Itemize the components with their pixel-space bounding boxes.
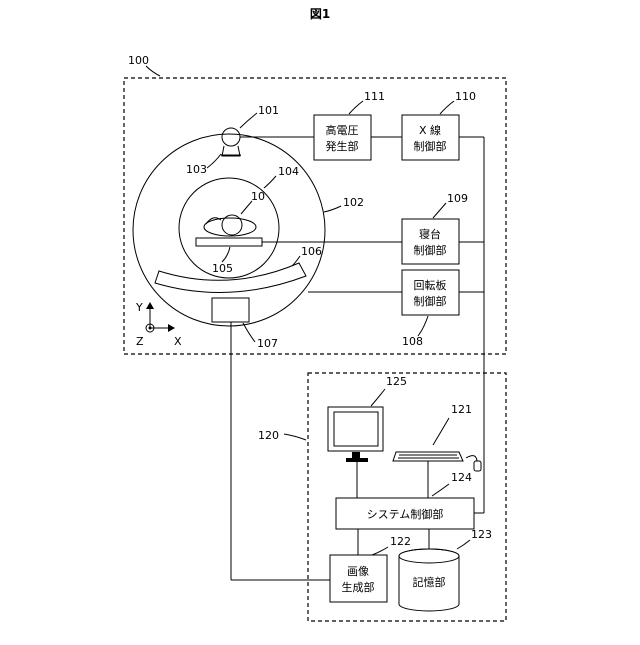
xray-controller-box xyxy=(402,115,459,160)
patient-bed xyxy=(196,238,262,246)
bed-controller-box xyxy=(402,219,459,264)
ref-122: 122 xyxy=(390,535,411,548)
high-voltage-label-1: 高電圧 xyxy=(326,123,359,137)
patient-body xyxy=(204,218,256,236)
mouse-cord xyxy=(466,456,477,461)
mouse-icon xyxy=(474,461,481,471)
rotating-plate-label-2: 制御部 xyxy=(414,294,447,308)
bed-controller-label-1: 寝台 xyxy=(419,227,441,241)
xray-controller-label-2: 制御部 xyxy=(414,139,447,153)
high-voltage-generator-box xyxy=(314,115,371,160)
keyboard-icon xyxy=(393,452,463,461)
ref-102: 102 xyxy=(343,196,364,209)
bed-controller-label-2: 制御部 xyxy=(414,243,447,257)
ref-120: 120 xyxy=(258,429,279,442)
leader-110 xyxy=(440,101,454,114)
axis-z-dot xyxy=(149,327,152,330)
axis-y-label: Y xyxy=(135,301,143,314)
leader-108 xyxy=(418,316,428,336)
leader-122 xyxy=(372,547,388,555)
monitor-stand xyxy=(346,458,368,462)
ref-104: 104 xyxy=(278,165,299,178)
ref-111: 111 xyxy=(364,90,385,103)
ref-125: 125 xyxy=(386,375,407,388)
leader-124 xyxy=(432,484,449,496)
leader-101 xyxy=(240,113,257,128)
image-generator-label-1: 画像 xyxy=(347,565,369,578)
figure-title: 図1 xyxy=(310,7,330,21)
ref-105: 105 xyxy=(212,262,233,275)
axis-x-label: X xyxy=(174,335,182,348)
ref-124: 124 xyxy=(451,471,472,484)
ref-123: 123 xyxy=(471,528,492,541)
ref-107: 107 xyxy=(257,337,278,350)
leader-105 xyxy=(222,247,230,262)
ref-106: 106 xyxy=(301,245,322,258)
leader-111 xyxy=(349,101,363,114)
ref-108: 108 xyxy=(402,335,423,348)
ref-10: 10 xyxy=(251,190,265,203)
xray-controller-label-1: X 線 xyxy=(419,123,441,137)
system-controller-label: システム制御部 xyxy=(367,507,444,521)
high-voltage-label-2: 発生部 xyxy=(326,139,359,153)
leader-121 xyxy=(433,418,449,445)
ref-121: 121 xyxy=(451,403,472,416)
ref-100: 100 xyxy=(128,54,149,67)
axis-x-arrowhead xyxy=(168,324,175,332)
ref-101: 101 xyxy=(258,104,279,117)
leader-120 xyxy=(284,434,306,440)
ref-103: 103 xyxy=(186,163,207,176)
axis-y-arrowhead xyxy=(146,302,154,309)
axis-z-label: Z xyxy=(136,335,144,348)
monitor-icon xyxy=(328,407,383,451)
leader-104 xyxy=(264,176,276,188)
rotating-plate-label-1: 回転板 xyxy=(414,278,447,292)
gantry-outer xyxy=(133,134,325,326)
xray-tube-icon xyxy=(222,128,240,146)
data-acquisition-box xyxy=(212,298,249,322)
ref-110: 110 xyxy=(455,90,476,103)
patient-arm xyxy=(206,218,221,224)
leader-100 xyxy=(146,66,160,76)
ref-109: 109 xyxy=(447,192,468,205)
leader-102 xyxy=(324,206,341,212)
image-generator-box xyxy=(330,555,387,602)
leader-123 xyxy=(457,540,470,549)
leader-109 xyxy=(433,203,446,218)
storage-label: 記憶部 xyxy=(413,575,446,589)
monitor-neck xyxy=(352,452,360,458)
leader-125 xyxy=(371,389,385,406)
image-generator-label-2: 生成部 xyxy=(342,580,375,594)
leader-103 xyxy=(207,154,221,168)
leader-107 xyxy=(243,323,255,342)
rotating-plate-controller-box xyxy=(402,270,459,315)
leader-10 xyxy=(241,201,252,214)
